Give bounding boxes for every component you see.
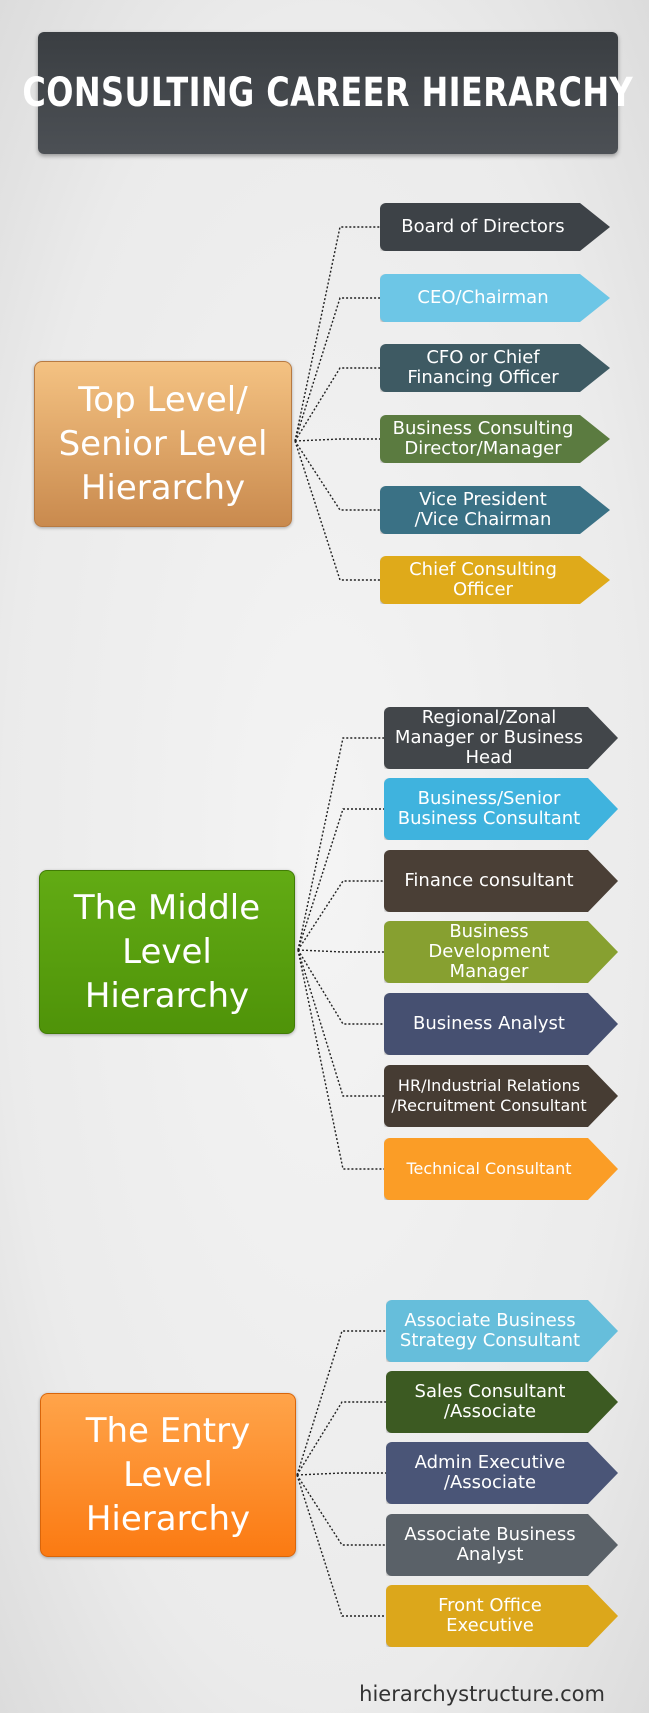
connector-line xyxy=(297,949,386,1025)
connector-line xyxy=(297,880,386,951)
level-top-senior: Top Level/ Senior Level Hierarchy xyxy=(34,361,292,527)
connector-line xyxy=(294,440,382,511)
connector-line xyxy=(296,1474,388,1617)
role-tag: Associate Business Strategy Consultant xyxy=(386,1300,618,1362)
level-label: The Middle Level Hierarchy xyxy=(73,888,261,1016)
role-tag: Business Analyst xyxy=(384,993,618,1055)
role-tag: CEO/Chairman xyxy=(380,274,610,322)
title-banner: CONSULTING CAREER HIERARCHY xyxy=(23,32,633,154)
role-tag: Associate Business Analyst xyxy=(386,1514,618,1576)
role-tag: Regional/Zonal Manager or Business Head xyxy=(384,707,618,769)
role-label: CFO or Chief Financing Officer xyxy=(407,347,559,388)
role-tag: Finance consultant xyxy=(384,850,618,912)
role-label: Regional/Zonal Manager or Business Head xyxy=(394,707,584,768)
connector-line xyxy=(297,949,386,953)
footer-credit: hierarchystructure.com xyxy=(359,1682,605,1706)
role-tag: Board of Directors xyxy=(380,203,610,251)
role-label: Associate Business Strategy Consultant xyxy=(399,1310,581,1351)
connector-line xyxy=(297,737,386,951)
role-tag: Chief Consulting Officer xyxy=(380,556,610,604)
role-label: Technical Consultant xyxy=(406,1159,572,1178)
role-label: Front Office Executive xyxy=(438,1595,542,1636)
connector-line xyxy=(297,949,386,1097)
role-label: Chief Consulting Officer xyxy=(409,559,557,600)
level-middle: The Middle Level Hierarchy xyxy=(39,870,295,1034)
role-tag: Business Development Manager xyxy=(384,921,618,983)
role-label: Sales Consultant /Associate xyxy=(414,1381,566,1422)
role-label: Admin Executive /Associate xyxy=(414,1452,566,1493)
role-label: Associate Business Analyst xyxy=(404,1524,576,1565)
connector-line xyxy=(297,808,386,951)
role-tag: Vice President /Vice Chairman xyxy=(380,486,610,534)
level-label: The Entry Level Hierarchy xyxy=(85,1411,251,1539)
connector-line xyxy=(296,1474,388,1546)
role-tag: Sales Consultant /Associate xyxy=(386,1371,618,1433)
role-label: Business Development Manager xyxy=(428,921,550,982)
role-label: Business Analyst xyxy=(413,1013,565,1034)
role-label: HR/Industrial Relations /Recruitment Con… xyxy=(391,1076,587,1115)
connector-line xyxy=(294,226,382,442)
role-tag: Technical Consultant xyxy=(384,1138,618,1200)
role-tag: Business Consulting Director/Manager xyxy=(380,415,610,463)
role-label: Vice President /Vice Chairman xyxy=(414,489,552,530)
connector-line xyxy=(296,1401,388,1476)
role-tag: CFO or Chief Financing Officer xyxy=(380,344,610,392)
connector-line xyxy=(296,1472,388,1476)
role-label: Board of Directors xyxy=(401,216,565,237)
role-tag: Admin Executive /Associate xyxy=(386,1442,618,1504)
level-label: Top Level/ Senior Level Hierarchy xyxy=(58,380,268,508)
role-label: CEO/Chairman xyxy=(417,287,549,308)
connector-line xyxy=(294,440,382,581)
role-label: Finance consultant xyxy=(404,870,574,891)
page-title: CONSULTING CAREER HIERARCHY xyxy=(22,70,634,116)
role-tag: HR/Industrial Relations /Recruitment Con… xyxy=(384,1065,618,1127)
level-entry: The Entry Level Hierarchy xyxy=(40,1393,296,1557)
connector-line xyxy=(297,949,386,1170)
role-label: Business Consulting Director/Manager xyxy=(392,418,574,459)
connector-line xyxy=(294,297,382,442)
role-tag: Business/Senior Business Consultant xyxy=(384,778,618,840)
role-label: Business/Senior Business Consultant xyxy=(397,788,581,829)
connector-line xyxy=(294,438,382,442)
connector-line xyxy=(294,367,382,442)
role-tag: Front Office Executive xyxy=(386,1585,618,1647)
connector-line xyxy=(296,1330,388,1476)
